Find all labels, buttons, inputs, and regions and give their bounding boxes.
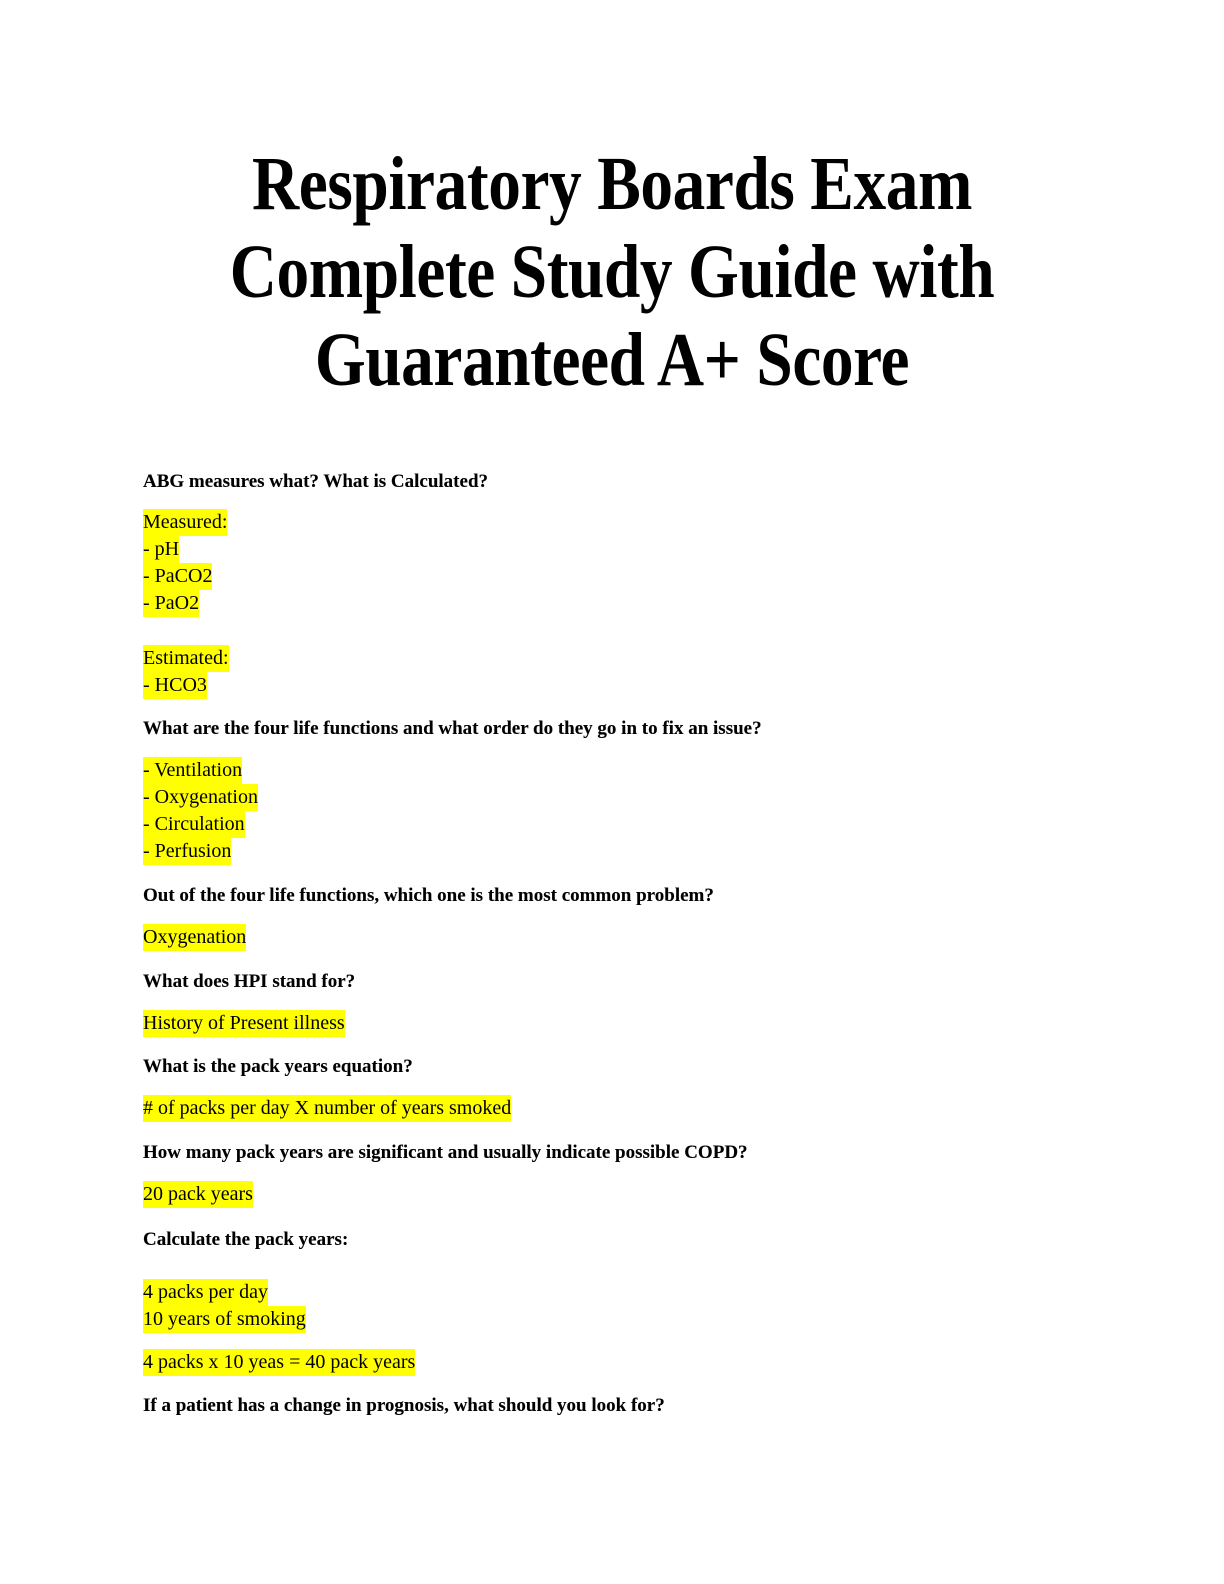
question: How many pack years are significant and … [143, 1142, 748, 1163]
answer-line: - Circulation [143, 811, 245, 838]
question: What does HPI stand for? [143, 971, 356, 992]
answer-line: - pH [143, 536, 180, 563]
question: Calculate the pack years: [143, 1229, 349, 1250]
answer-line: Estimated: [143, 645, 229, 672]
answer-line: Oxygenation [143, 924, 247, 951]
answer-block: - Ventilation - Oxygenation - Circulatio… [143, 757, 258, 865]
title-line: Complete Study Guide with [229, 230, 995, 314]
answer-line: - Oxygenation [143, 784, 258, 811]
question: ABG measures what? What is Calculated? [143, 471, 489, 492]
answer-block: 20 pack years [143, 1181, 253, 1208]
title-line: Guaranteed A+ Score [314, 318, 910, 402]
answer-line: 10 years of smoking [143, 1306, 306, 1333]
answer-line: 20 pack years [143, 1181, 253, 1208]
answer-line: 4 packs per day [143, 1279, 268, 1306]
answer-block: 4 packs per day 10 years of smoking [143, 1279, 306, 1333]
answer-line: - PaCO2 [143, 563, 213, 590]
answer-line: History of Present illness [143, 1010, 345, 1037]
title-line: Respiratory Boards Exam [252, 142, 972, 226]
answer-line: Measured: [143, 509, 228, 536]
answer-block: 4 packs x 10 yeas = 40 pack years [143, 1349, 416, 1376]
question: Out of the four life functions, which on… [143, 885, 714, 906]
answer-block: Measured: - pH - PaCO2 - PaO2 [143, 509, 228, 617]
answer-block: # of packs per day X number of years smo… [143, 1095, 512, 1122]
answer-line: - PaO2 [143, 590, 200, 617]
answer-block: Estimated: - HCO3 [143, 645, 229, 699]
answer-block: History of Present illness [143, 1010, 345, 1037]
answer-line: - Perfusion [143, 838, 232, 865]
answer-block: Oxygenation [143, 924, 247, 951]
question: What are the four life functions and wha… [143, 718, 762, 739]
answer-line: # of packs per day X number of years smo… [143, 1095, 512, 1122]
question: What is the pack years equation? [143, 1056, 413, 1077]
answer-line: - Ventilation [143, 757, 243, 784]
answer-line: - HCO3 [143, 672, 207, 699]
question: If a patient has a change in prognosis, … [143, 1395, 665, 1416]
document-title: Respiratory Boards Exam Complete Study G… [86, 140, 1139, 404]
answer-line: 4 packs x 10 yeas = 40 pack years [143, 1349, 416, 1376]
